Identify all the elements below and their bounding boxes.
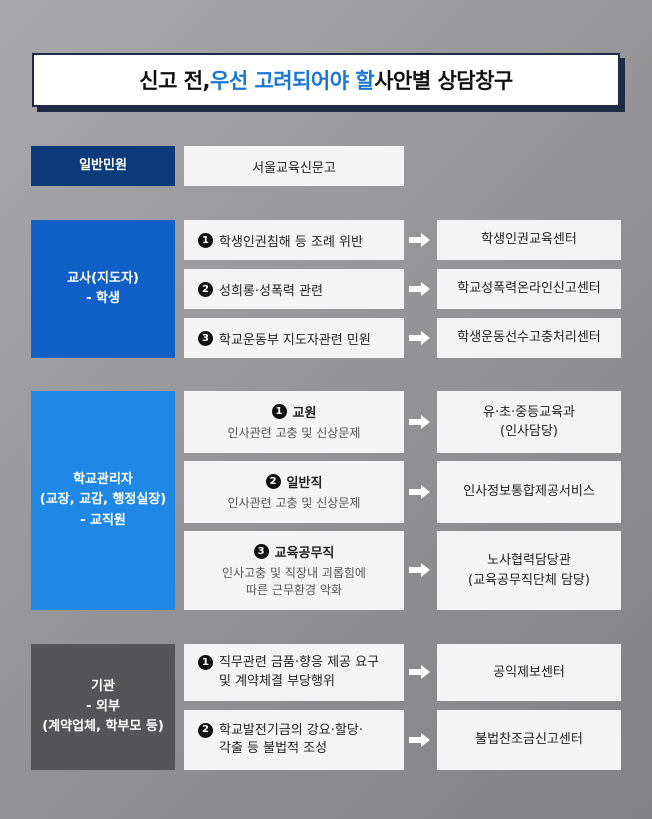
arrow-right-icon [409,331,430,345]
admin-item: 3 교육공무직 인사고충 및 직장내 괴롭힘에 따른 근무환경 악화 [184,531,404,610]
arrow-right-icon [409,415,430,429]
admin-target-line1: 인사정보통합제공서비스 [463,484,595,500]
category-admin-line3: - 교직원 [80,512,126,528]
number-3-icon: 3 [253,544,269,560]
category-admin-line1: 학교관리자 [73,472,133,488]
teacher-target-label: 학생운동선수고충처리센터 [457,330,601,346]
admin-target-line2: (인사담당) [500,424,558,439]
page-title: 신고 전, 우선 고려되어야 할 사안별 상담창구 [32,53,620,107]
category-general-label: 일반민원 [79,157,127,173]
admin-target: 노사협력담당관 (교육공무직단체 담당) [437,531,621,610]
channel-general: 서울교육신문고 [184,146,404,186]
number-1-icon: 1 [198,232,213,248]
external-item: 1 직무관련 금품·향응 제공 요구 및 계약체결 부당행위 [184,644,404,701]
external-item: 2 학교발전기금의 강요·할당· 각출 등 불법적 조성 [184,710,404,770]
admin-target: 인사정보통합제공서비스 [437,461,621,523]
admin-target: 유·초·중등교육과 (인사담당) [437,391,621,453]
teacher-target-label: 학교성폭력온라인신고센터 [457,281,601,297]
admin-item: 1 교원 인사관련 고충 및 신상문제 [184,391,404,453]
external-item-line1: 직무관련 금품·향응 제공 요구 [219,655,380,671]
title-suffix: 사안별 상담창구 [374,69,513,93]
admin-item-sub: 인사관련 고충 및 신상문제 [227,496,361,511]
number-1-icon: 1 [198,655,213,671]
teacher-item: 2 성희롱·성폭력 관련 [184,269,404,309]
admin-item-sub: 인사관련 고충 및 신상문제 [227,426,361,441]
admin-item-sub-line1: 인사고충 및 직장내 괴롭힘에 [222,566,366,581]
teacher-target: 학생운동선수고충처리센터 [437,318,621,358]
arrow-right-icon [409,665,430,679]
category-general: 일반민원 [31,146,175,186]
teacher-target: 학교성폭력온라인신고센터 [437,269,621,309]
admin-item-sub-line2: 따른 근무환경 악화 [246,583,342,597]
external-target-label: 불법찬조금신고센터 [475,732,583,748]
arrow-right-icon [409,563,430,577]
teacher-item: 3 학교운동부 지도자관련 민원 [184,318,404,358]
admin-item: 2 일반직 인사관련 고충 및 신상문제 [184,461,404,523]
teacher-item-label: 성희롱·성폭력 관련 [219,283,323,299]
teacher-item-label: 학생인권침해 등 조례 위반 [219,234,363,250]
arrow-right-icon [409,733,430,747]
admin-target-line2: (교육공무직단체 담당) [468,572,590,588]
teacher-item: 1 학생인권침해 등 조례 위반 [184,220,404,260]
number-3-icon: 3 [198,330,213,346]
teacher-target: 학생인권교육센터 [437,220,621,260]
category-admin: 학교관리자 (교장, 교감, 행정실장) - 교직원 [31,391,175,610]
category-external-line2: - 외부 [86,698,120,714]
number-1-icon: 1 [271,404,287,420]
external-item-line1: 학교발전기금의 강요·할당· [219,722,363,738]
admin-item-head: 일반직 [286,476,323,492]
category-teacher: 교사(지도자) - 학생 [31,220,175,358]
number-2-icon: 2 [198,722,213,738]
channel-general-label: 서울교육신문고 [252,160,336,176]
number-2-icon: 2 [265,474,281,490]
category-external-line3: (계약업체, 학부모 등) [42,719,164,735]
category-external-line1: 기관 [91,678,115,694]
category-admin-line2: (교장, 교감, 행정실장) [39,492,167,508]
arrow-right-icon [409,233,430,247]
admin-target-line1: 노사협력담당관 [487,553,571,568]
title-prefix: 신고 전, [139,69,210,93]
title-highlight: 우선 고려되어야 할 [210,69,375,93]
external-target: 공익제보센터 [437,644,621,701]
admin-item-head: 교육공무직 [274,546,335,562]
external-target: 불법찬조금신고센터 [437,710,621,770]
teacher-item-label: 학교운동부 지도자관련 민원 [219,332,371,348]
admin-item-head: 교원 [292,406,317,422]
external-item-line2: 각출 등 불법적 조성 [219,741,328,756]
arrow-right-icon [409,282,430,296]
external-item-line2: 및 계약체결 부당행위 [219,673,335,689]
arrow-right-icon [409,485,430,499]
teacher-target-label: 학생인권교육센터 [481,232,577,248]
admin-target-line1: 유·초·중등교육과 [483,404,575,420]
category-teacher-line1: 교사(지도자) [67,270,139,286]
number-2-icon: 2 [198,281,213,297]
category-external: 기관 - 외부 (계약업체, 학부모 등) [31,644,175,770]
category-teacher-line2: - 학생 [86,291,120,306]
external-target-label: 공익제보센터 [493,664,565,680]
admin-item-sub: 인사고충 및 직장내 괴롭힘에 따른 근무환경 악화 [222,565,366,599]
